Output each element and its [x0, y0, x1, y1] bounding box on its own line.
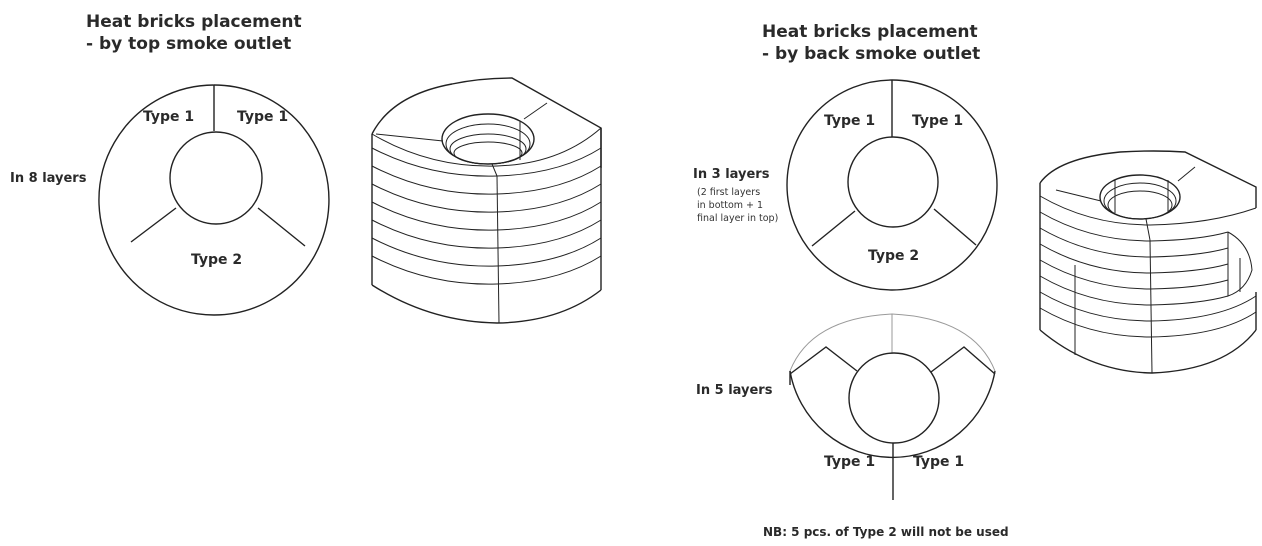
left-ring-outer — [98, 84, 330, 316]
right-3d-stack — [1039, 150, 1257, 374]
right-stack-layer — [1039, 275, 1229, 306]
right-top-seg-type2: Type 2 — [868, 248, 919, 264]
left-stack-layer — [371, 201, 602, 231]
left-title-line1: Heat bricks placement — [86, 12, 302, 32]
left-title: Heat bricks placement - by top smoke out… — [86, 11, 302, 55]
right-stack-hole-ring — [1107, 190, 1173, 220]
left-divider-right — [257, 207, 306, 247]
left-seg-type1-a: Type 1 — [143, 109, 194, 125]
left-stack-top-rim — [371, 77, 602, 168]
left-stack-seam — [375, 133, 444, 142]
right-top-divider-left — [811, 210, 856, 247]
left-stack-top-front — [371, 127, 602, 167]
left-stack-layer — [371, 165, 602, 195]
right-stack-back-opening — [1227, 231, 1253, 297]
left-stack-layer — [371, 183, 602, 213]
right-top-seg-type1-b: Type 1 — [912, 113, 963, 129]
right-top-layers-label: In 3 layers — [693, 167, 770, 182]
right-bottom-notch-left — [789, 346, 858, 375]
right-title: Heat bricks placement - by back smoke ou… — [762, 21, 980, 65]
left-divider-left — [130, 207, 177, 243]
layers-note-line: final layer in top) — [697, 213, 779, 224]
left-3d-stack — [371, 77, 602, 324]
right-stack-layer — [1039, 211, 1229, 242]
left-seg-type1-b: Type 1 — [237, 109, 288, 125]
right-stack-front-seam — [1149, 239, 1153, 374]
left-stack-seam — [523, 102, 548, 120]
left-stack-seam — [491, 163, 498, 177]
right-stack-layer — [1039, 243, 1229, 274]
right-title-line1: Heat bricks placement — [762, 22, 978, 42]
footnote: NB: 5 pcs. of Type 2 will not be used — [763, 525, 1009, 539]
right-top-divider-right — [933, 208, 977, 246]
right-stack-layer — [1039, 195, 1257, 226]
left-seg-type2: Type 2 — [191, 252, 242, 268]
right-stack-layer — [1039, 227, 1229, 258]
left-stack-front-seam — [496, 175, 500, 324]
left-stack-layer — [371, 255, 602, 285]
right-stack-seam — [1177, 166, 1196, 182]
left-stack-hole-ring — [453, 141, 523, 165]
right-bottom-ring-inner — [848, 352, 940, 444]
right-stack-layer — [1039, 307, 1257, 338]
left-stack-bottom — [371, 284, 602, 324]
right-top-ring: Type 1 Type 1 Type 2 — [786, 79, 998, 291]
right-stack-seam — [1055, 189, 1102, 202]
left-ring-inner — [169, 131, 263, 225]
right-top-ring-inner — [847, 136, 939, 228]
right-stack-layer — [1039, 259, 1229, 290]
right-stack-top-rim — [1039, 150, 1257, 208]
left-stack-layer — [371, 219, 602, 249]
left-stack-layer — [371, 237, 602, 267]
left-layers-label: In 8 layers — [10, 171, 87, 186]
right-bottom-seg-type1-a: Type 1 — [824, 454, 875, 470]
right-top-seg-type1-a: Type 1 — [824, 113, 875, 129]
layers-note-line: in bottom + 1 — [697, 200, 764, 211]
layers-note-line: (2 first layers — [697, 187, 761, 198]
left-title-line2: - by top smoke outlet — [86, 34, 292, 54]
right-title-line2: - by back smoke outlet — [762, 44, 981, 64]
right-stack-seam — [1145, 218, 1151, 241]
right-bottom-seg-type1-b: Type 1 — [913, 454, 964, 470]
left-ring: Type 1 Type 1 Type 2 — [98, 84, 330, 316]
layers-note: (2 first layers in bottom + 1 final laye… — [697, 186, 778, 225]
left-stack-layer — [371, 147, 602, 177]
right-bottom-notch-right — [930, 346, 996, 375]
right-stack-bottom — [1039, 329, 1257, 374]
right-stack-layer — [1039, 291, 1257, 322]
right-bottom-ring: Type 1 Type 1 — [789, 313, 996, 500]
right-bottom-layers-label: In 5 layers — [696, 383, 773, 398]
